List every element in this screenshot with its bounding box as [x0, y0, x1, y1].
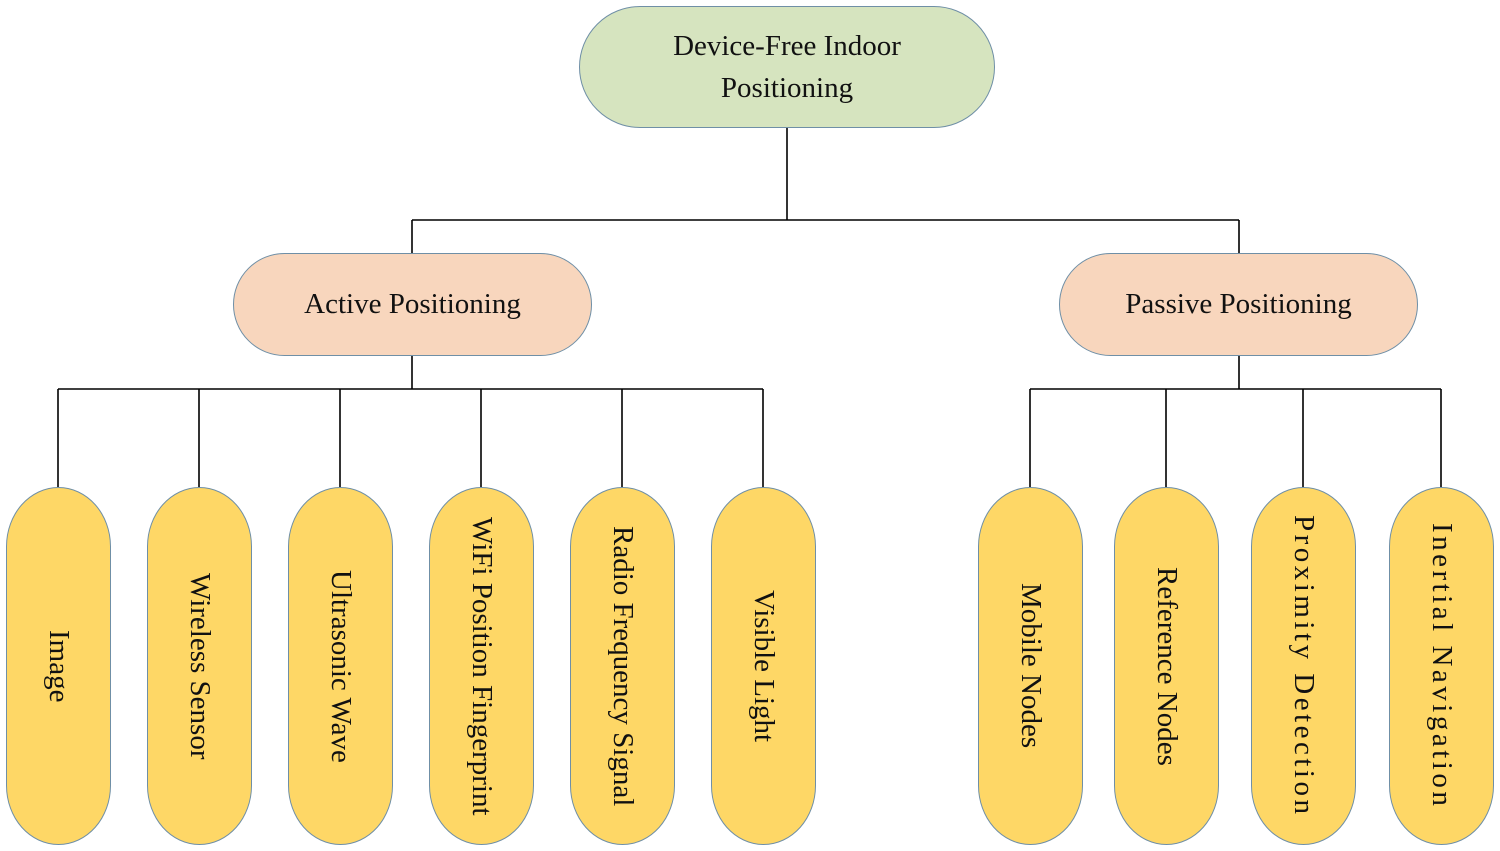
leaf-node-image: Image: [6, 487, 111, 845]
branch-node-active-positioning: Active Positioning: [233, 253, 592, 356]
root-label-line2: Positioning: [720, 72, 854, 104]
leaf-node-proximity-detection: Proximity Detection: [1251, 487, 1356, 845]
branch-node-passive-positioning: Passive Positioning: [1059, 253, 1418, 356]
leaf-node-mobile-nodes: Mobile Nodes: [978, 487, 1083, 845]
leaf-node-visible-light: Visible Light: [711, 487, 816, 845]
leaf-node-ultrasonic-wave: Ultrasonic Wave: [288, 487, 393, 845]
leaf-label: Ultrasonic Wave: [325, 569, 357, 763]
leaf-label: Wireless Sensor: [184, 572, 216, 760]
leaf-node-wifi-position-fingerprint: WiFi Position Fingerprint: [429, 487, 534, 845]
leaf-label: Image: [43, 629, 75, 703]
leaf-node-wireless-sensor: Wireless Sensor: [147, 487, 252, 845]
leaf-node-reference-nodes: Reference Nodes: [1114, 487, 1219, 845]
leaf-label: Visible Light: [748, 589, 780, 743]
leaf-node-inertial-navigation: Inertial Navigation: [1389, 487, 1494, 845]
leaf-node-radio-frequency-signal: Radio Frequency Signal: [570, 487, 675, 845]
root-label-line1: Device-Free Indoor: [673, 30, 901, 62]
leaf-label: Proximity Detection: [1288, 514, 1320, 818]
leaf-label: Inertial Navigation: [1426, 522, 1458, 810]
leaf-label: Mobile Nodes: [1015, 583, 1047, 749]
root-node-device-free-indoor-positioning: Device-Free Indoor Positioning: [579, 6, 995, 128]
branch-label: Active Positioning: [304, 288, 521, 320]
leaf-label: Radio Frequency Signal: [607, 525, 639, 807]
branch-label: Passive Positioning: [1125, 288, 1352, 320]
leaf-label: Reference Nodes: [1151, 566, 1183, 766]
leaf-label: WiFi Position Fingerprint: [466, 516, 498, 816]
